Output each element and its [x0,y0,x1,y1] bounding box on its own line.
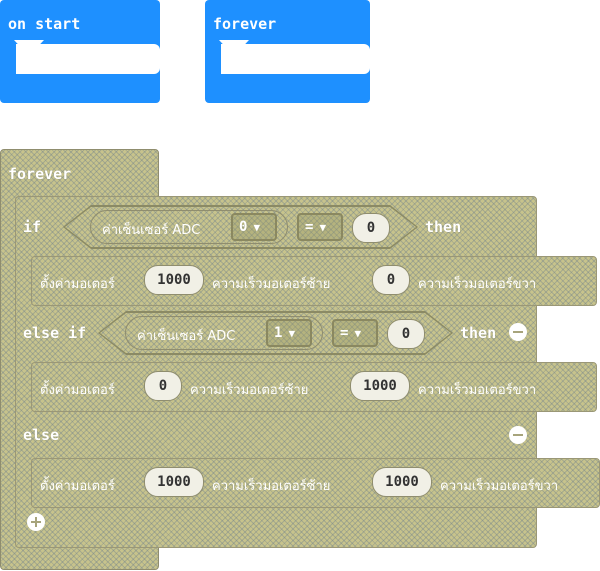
forever-block-empty[interactable]: forever [205,0,370,103]
then-keyword-1: then [425,218,462,236]
condition1-channel-value: 0 [239,219,248,235]
motor-block-3[interactable] [31,458,600,508]
forever-empty-notch [219,40,249,48]
condition2-sensor-label: ค่าเซ็นเซอร์ ADC [137,329,236,344]
motor3-speed-input[interactable]: 1000 [144,467,204,497]
motor2-speed-input[interactable]: 0 [144,371,182,401]
on-start-label: on start [8,15,81,33]
motor2-left-label: ความเร็วมอเตอร์ซ้าย [190,383,309,398]
condition2-operator-value: = [340,325,349,341]
if-keyword: if [23,218,42,236]
condition1-value-input[interactable]: 0 [352,213,390,243]
motor1-left-input[interactable]: 0 [372,265,410,295]
motor3-right-label: ความเร็วมอเตอร์ขวา [440,479,559,494]
condition1-sensor-block[interactable] [90,210,288,244]
dropdown-caret-icon: ▼ [253,220,261,234]
condition2-channel-dropdown[interactable]: 1▼ [266,319,312,347]
condition2-sensor-block[interactable] [125,316,323,350]
forever-empty-label: forever [213,15,277,33]
condition2-value-input[interactable]: 0 [387,319,425,349]
minus-circle-icon[interactable] [509,323,527,341]
condition2-operator-dropdown[interactable]: =▼ [332,319,378,347]
on-start-notch [14,40,44,48]
then-keyword-2: then [460,324,497,342]
forever-label: forever [8,165,72,183]
plus-circle-icon[interactable] [27,513,45,531]
dropdown-caret-icon: ▼ [319,220,327,234]
minus-circle-icon[interactable] [509,426,527,444]
motor-block-2[interactable] [31,362,597,412]
forever-empty-slot [221,44,370,74]
condition2-channel-value: 1 [274,325,283,341]
dropdown-caret-icon: ▼ [288,326,296,340]
condition1-operator-value: = [305,219,314,235]
else-if-keyword: else if [23,324,87,342]
dropdown-caret-icon: ▼ [354,326,362,340]
on-start-block[interactable]: on start [0,0,160,103]
motor1-speed-input[interactable]: 1000 [144,265,204,295]
motor-block-1[interactable] [31,256,597,306]
motor2-label: ตั้งค่ามอเตอร์ [40,383,115,398]
motor3-left-label: ความเร็วมอเตอร์ซ้าย [212,479,331,494]
motor1-right-label: ความเร็วมอเตอร์ขวา [418,277,537,292]
motor3-left-input[interactable]: 1000 [372,467,432,497]
motor3-label: ตั้งค่ามอเตอร์ [40,479,115,494]
motor1-label: ตั้งค่ามอเตอร์ [40,277,115,292]
motor2-left-input[interactable]: 1000 [350,371,410,401]
motor2-right-label: ความเร็วมอเตอร์ขวา [418,383,537,398]
on-start-slot [16,44,160,74]
motor1-left-label: ความเร็วมอเตอร์ซ้าย [212,277,331,292]
condition1-operator-dropdown[interactable]: =▼ [297,213,343,241]
condition1-sensor-label: ค่าเซ็นเซอร์ ADC [102,223,201,238]
else-keyword: else [23,426,60,444]
condition1-channel-dropdown[interactable]: 0▼ [231,213,277,241]
